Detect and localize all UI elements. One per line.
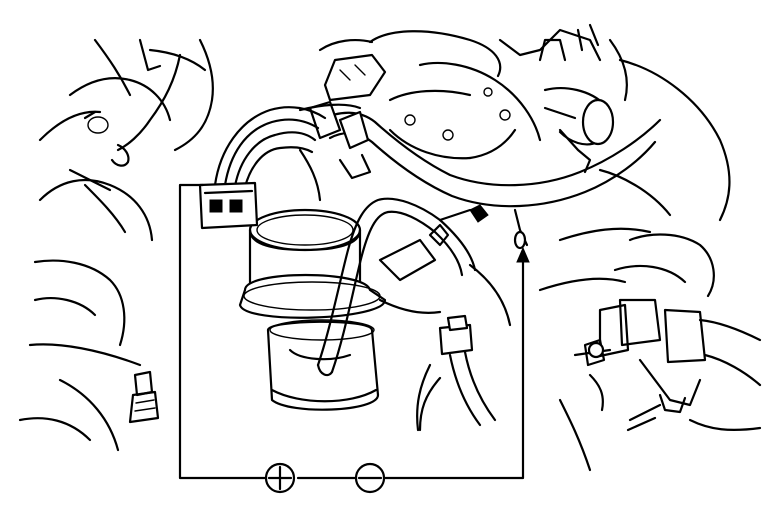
fittings	[298, 148, 529, 432]
electrical-connector	[198, 181, 259, 230]
wire-harness	[213, 103, 362, 189]
left-engine-block	[18, 38, 214, 452]
upper-manifold	[318, 23, 628, 174]
test-circuit	[178, 183, 530, 480]
main-hose	[308, 100, 662, 208]
negative-terminal	[354, 462, 386, 494]
positive-terminal	[264, 462, 296, 494]
vacuum-hose	[316, 197, 477, 377]
vacuum-canister	[238, 208, 387, 411]
right-pipe-assembly	[538, 58, 762, 472]
